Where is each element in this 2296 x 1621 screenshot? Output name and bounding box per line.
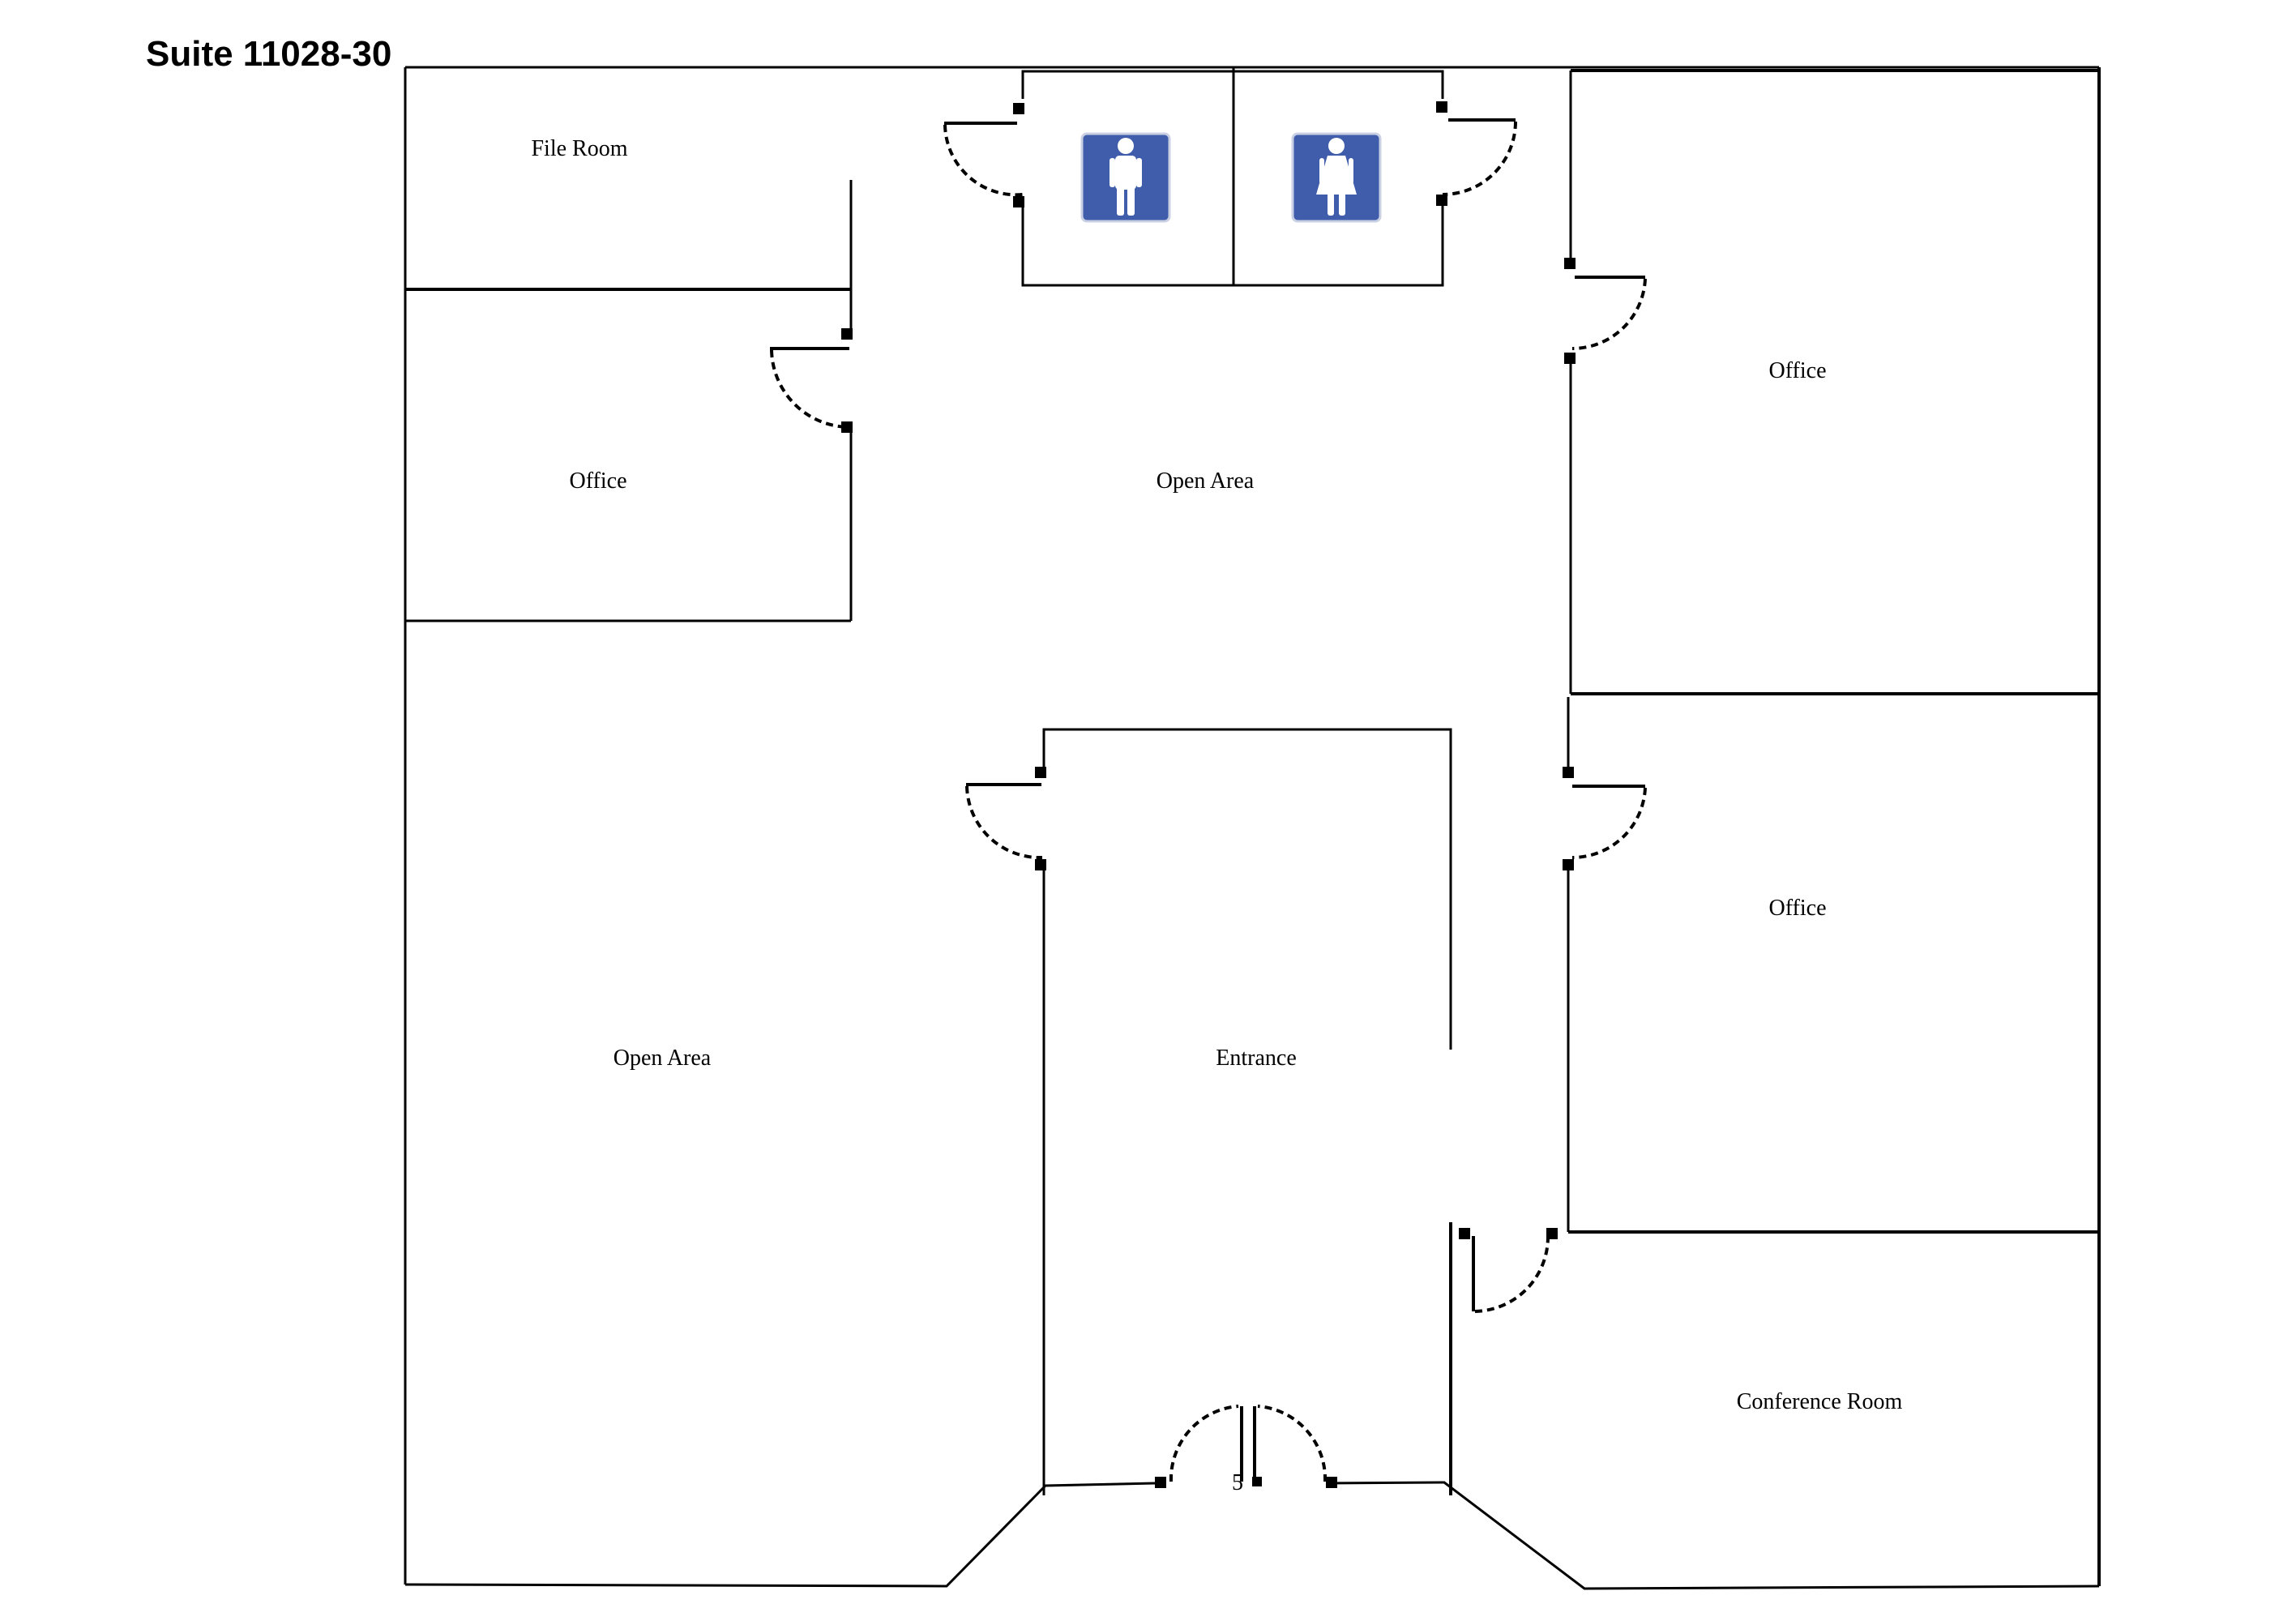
office-top-left-walls	[405, 289, 853, 622]
room-label-conference-room: Conference Room	[1737, 1389, 1903, 1414]
door-restroom-men[interactable]	[943, 103, 1024, 207]
door-restroom-women[interactable]	[1436, 101, 1517, 206]
file-room-walls	[405, 180, 853, 291]
office-mid-right-walls	[1567, 697, 2099, 1234]
room-label-open-area-top: Open Area	[1157, 468, 1255, 494]
office-top-right-walls	[1569, 69, 2099, 695]
door-office-mid-right[interactable]	[1563, 767, 1647, 870]
plan-title: Suite 11028-30	[146, 34, 392, 74]
room-label-office-mid-right: Office	[1769, 896, 1827, 921]
restroom-men-icon	[1080, 132, 1171, 223]
room-label-entrance: Entrance	[1216, 1046, 1297, 1071]
entrance-walls	[1042, 728, 1452, 1495]
room-label-open-area-left: Open Area	[614, 1046, 712, 1071]
restroom-women-icon	[1291, 132, 1382, 223]
room-label-office-top-right: Office	[1769, 358, 1827, 383]
room-label-file-room: File Room	[531, 136, 627, 161]
door-office-top-right[interactable]	[1564, 258, 1647, 364]
door-main-entry[interactable]	[1155, 1405, 1337, 1488]
door-conference-room[interactable]	[1459, 1228, 1558, 1313]
door-office-top-left[interactable]	[770, 328, 853, 433]
room-label-office-top-left: Office	[570, 468, 627, 494]
entry-marker: 5	[1232, 1470, 1243, 1495]
door-entrance-left[interactable]	[965, 767, 1046, 870]
outer-walls	[404, 66, 2101, 1590]
restroom-walls	[1021, 67, 1444, 287]
